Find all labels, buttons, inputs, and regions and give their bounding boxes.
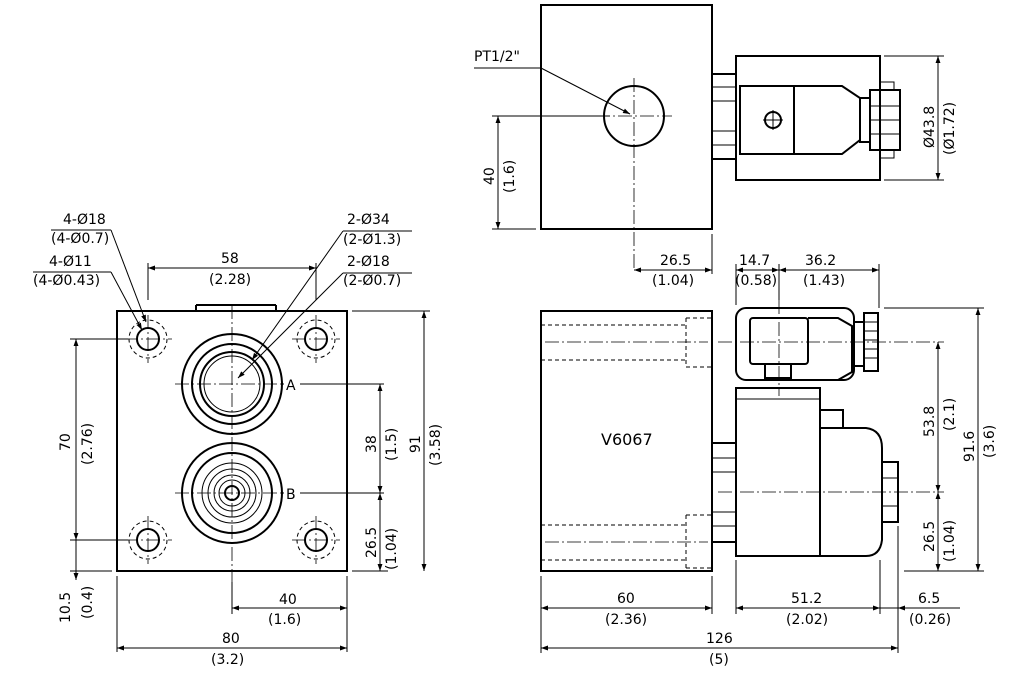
top-body-outline bbox=[540, 4, 713, 230]
dim-80-in: (3.2) bbox=[211, 652, 244, 668]
callout-hole18: 4-Ø18 bbox=[63, 212, 106, 228]
callout-thread: PT1/2" bbox=[474, 49, 520, 65]
dim-26-5-front: 26.5 bbox=[364, 527, 380, 558]
dim-53-8-in: (2.1) bbox=[942, 398, 958, 431]
dim-60-in: (2.36) bbox=[605, 612, 647, 628]
dim-6-5: 6.5 bbox=[918, 591, 940, 607]
dim-80: 80 bbox=[222, 631, 240, 647]
dim-70-in: (2.76) bbox=[80, 423, 96, 465]
dim-36-2: 36.2 bbox=[805, 253, 836, 269]
dim-26-5-side-in: (1.04) bbox=[942, 520, 958, 562]
mounting-hole-top-right bbox=[292, 315, 340, 363]
dim-91-6-in: (3.6) bbox=[982, 425, 998, 458]
dim-26-5-front-in: (1.04) bbox=[384, 528, 400, 570]
side-body-outline bbox=[540, 310, 713, 572]
dim-26-5-top: 26.5 bbox=[660, 253, 691, 269]
dim-38: 38 bbox=[364, 435, 380, 453]
side-coil bbox=[735, 387, 899, 557]
top-coil-assembly bbox=[711, 55, 901, 181]
dim-126-in: (5) bbox=[709, 652, 729, 668]
port-a-label: A bbox=[286, 378, 296, 394]
dim-51-2: 51.2 bbox=[791, 591, 822, 607]
dim-6-5-in: (0.26) bbox=[909, 612, 951, 628]
callout-bore34: 2-Ø34 bbox=[347, 212, 390, 228]
dim-38-in: (1.5) bbox=[384, 428, 400, 461]
dim-40-front: 40 bbox=[279, 592, 297, 608]
side-nut bbox=[711, 442, 737, 543]
dim-40-front-in: (1.6) bbox=[268, 612, 301, 628]
dim-dia-43-8-in: (Ø1.72) bbox=[942, 102, 958, 155]
port-b-label: B bbox=[286, 487, 296, 503]
callout-bore18-in: (2-Ø0.7) bbox=[343, 273, 401, 289]
dim-58-in: (2.28) bbox=[209, 272, 251, 288]
mounting-hole-bottom-right bbox=[292, 516, 340, 564]
side-connector bbox=[735, 307, 879, 381]
model-label: V6067 bbox=[601, 430, 653, 449]
dim-40-top: 40 bbox=[482, 167, 498, 185]
dim-14-7-in: (0.58) bbox=[735, 273, 777, 289]
dim-91-6: 91.6 bbox=[962, 431, 978, 462]
callout-bore34-in: (2-Ø1.3) bbox=[343, 232, 401, 248]
dim-70: 70 bbox=[58, 433, 74, 451]
dim-91: 91 bbox=[408, 435, 424, 453]
side-view: V6067 bbox=[540, 253, 998, 668]
mounting-hole-top-left bbox=[124, 315, 172, 363]
dim-40-top-in: (1.6) bbox=[502, 160, 518, 193]
dim-53-8: 53.8 bbox=[922, 406, 938, 437]
callout-hole11-in: (4-Ø0.43) bbox=[33, 273, 100, 289]
dim-51-2-in: (2.02) bbox=[786, 612, 828, 628]
top-view: PT1/2" 40 (1.6) Ø43.8 (Ø1.72) 26.5 (1.04… bbox=[474, 4, 958, 289]
dim-126: 126 bbox=[706, 631, 733, 647]
dim-26-5-side: 26.5 bbox=[922, 521, 938, 552]
mounting-hole-bottom-left bbox=[124, 516, 172, 564]
callout-hole11: 4-Ø11 bbox=[49, 254, 92, 270]
dim-10-5: 10.5 bbox=[58, 592, 74, 623]
front-view: A B 4-Ø18 (4-Ø0.7) 4-Ø11 (4-Ø0.43) 2-Ø34… bbox=[33, 212, 444, 668]
dim-dia-43-8: Ø43.8 bbox=[922, 106, 938, 148]
dim-60: 60 bbox=[617, 591, 635, 607]
dim-91-in: (3.58) bbox=[428, 424, 444, 466]
dim-14-7: 14.7 bbox=[739, 253, 770, 269]
callout-bore18: 2-Ø18 bbox=[347, 254, 390, 270]
dim-10-5-in: (0.4) bbox=[80, 586, 96, 619]
dim-26-5-top-in: (1.04) bbox=[652, 273, 694, 289]
callout-hole18-in: (4-Ø0.7) bbox=[51, 231, 109, 247]
dim-36-2-in: (1.43) bbox=[803, 273, 845, 289]
dim-58: 58 bbox=[221, 251, 239, 267]
